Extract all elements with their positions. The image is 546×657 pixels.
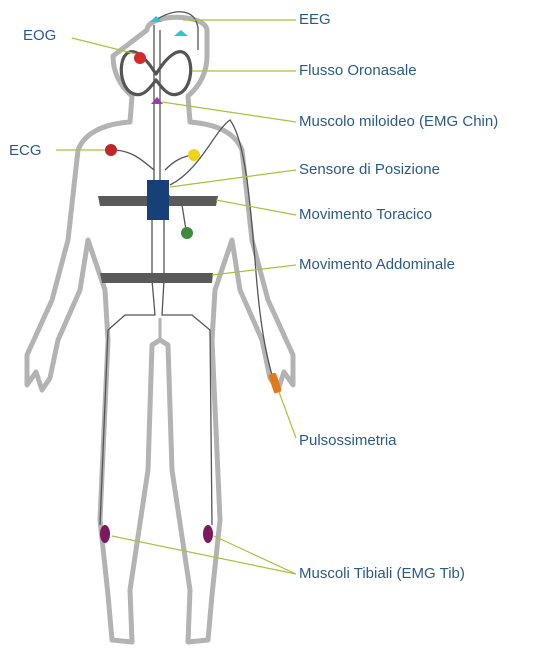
label-muscoli-tibiali: Muscoli Tibiali (EMG Tib) (299, 565, 465, 583)
label-movimento-toracico: Movimento Toracico (299, 206, 432, 224)
label-eeg: EEG (299, 11, 331, 29)
abdominal-belt (100, 273, 213, 283)
ecg-electrode-yellow (188, 149, 200, 161)
label-ecg: ECG (9, 142, 42, 160)
position-sensor-box (147, 180, 169, 220)
label-pulsossimetria: Pulsossimetria (299, 432, 397, 450)
label-eog: EOG (23, 27, 56, 45)
chin-emg-electrode (151, 97, 163, 104)
tibial-electrode-left (100, 525, 110, 543)
ecg-electrode-green (181, 227, 193, 239)
label-flusso-oronasale: Flusso Oronasale (299, 62, 417, 80)
label-sensore-posizione: Sensore di Posizione (299, 161, 440, 179)
oronasal-cannula (121, 52, 190, 95)
label-movimento-addominale: Movimento Addominale (299, 256, 455, 274)
tibial-electrode-right (203, 525, 213, 543)
label-muscolo-miloideo: Muscolo miloideo (EMG Chin) (299, 113, 498, 131)
eeg-electrode-right (174, 30, 188, 36)
ecg-electrode-red (105, 144, 117, 156)
